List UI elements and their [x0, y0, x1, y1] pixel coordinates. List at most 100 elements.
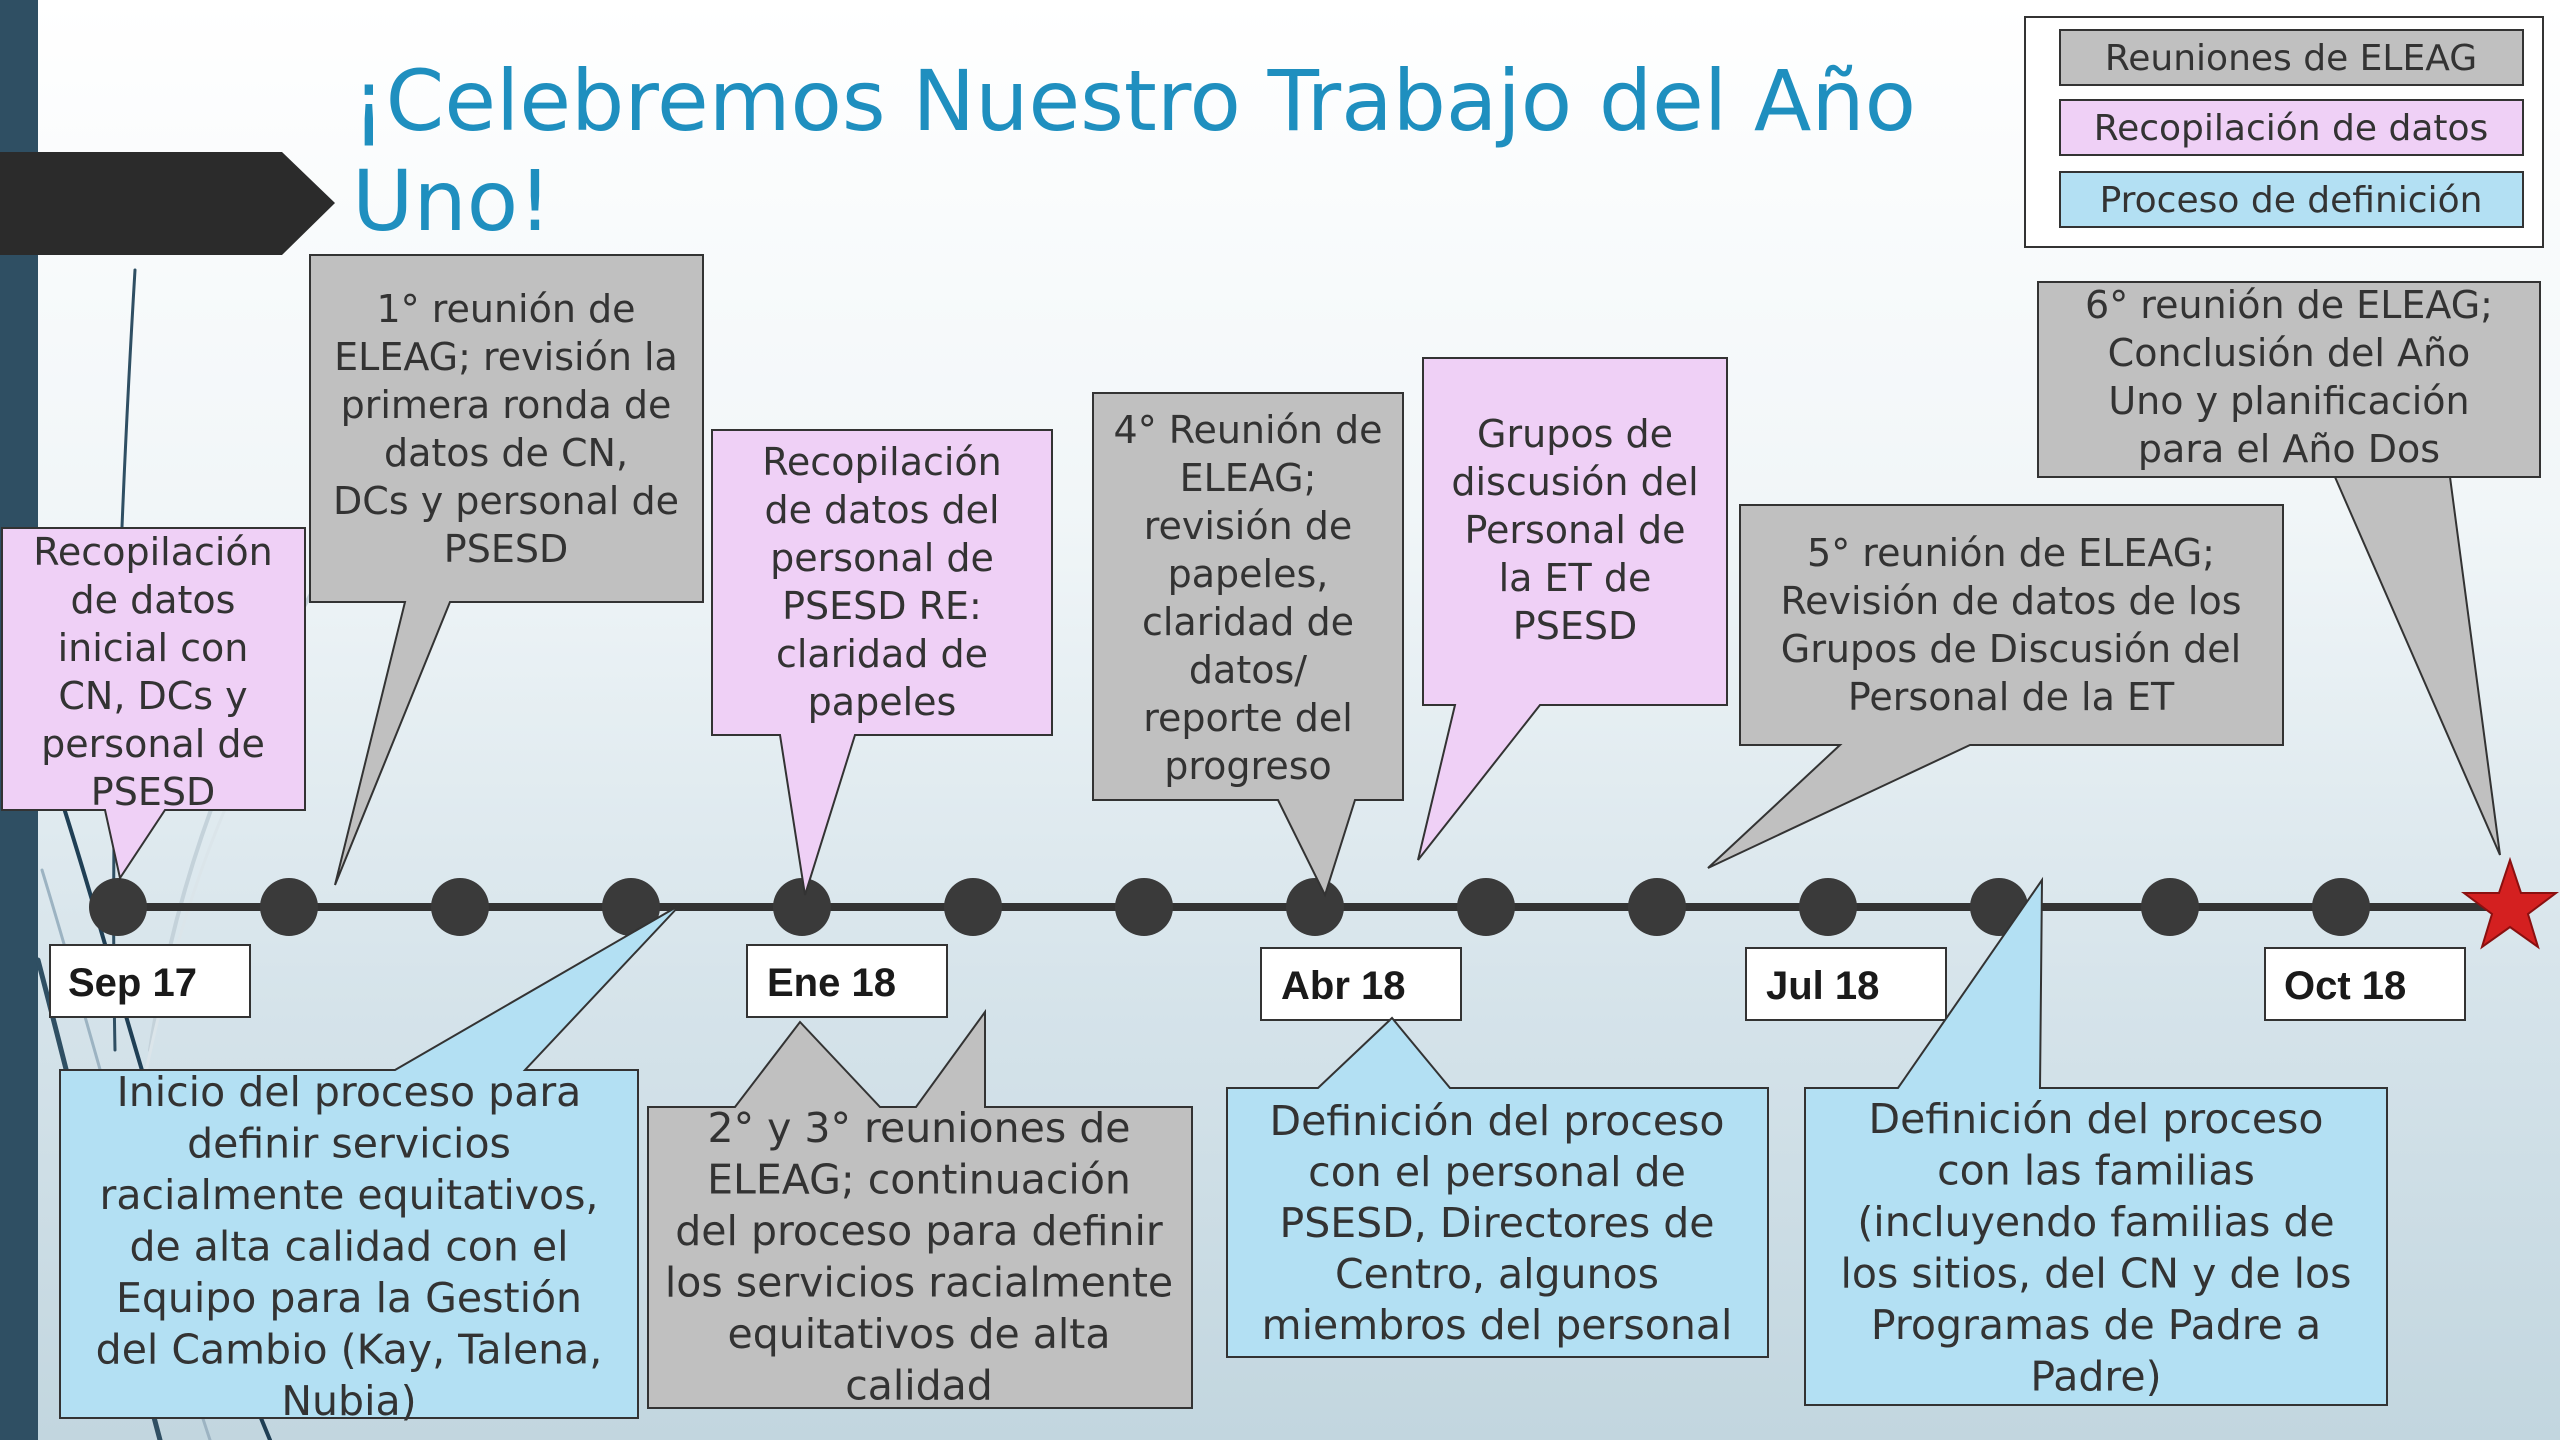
c6-line: Grupos de Discusión del	[1781, 627, 2241, 671]
b2-line: del proceso para definir	[675, 1207, 1163, 1255]
b2-line: ELEAG; continuación	[707, 1156, 1131, 1204]
c6-line: Personal de la ET	[1848, 675, 2175, 719]
legend-label-data: Recopilación de datos	[2094, 108, 2489, 149]
c7-line: Uno y planificación	[2108, 379, 2469, 423]
b2-line: calidad	[845, 1362, 993, 1410]
timeline-dot	[260, 878, 318, 936]
month-label-box-abr18	[1260, 947, 1462, 1021]
month-label-sep17: Sep 17	[68, 961, 197, 1005]
c3-line: PSESD RE:	[782, 584, 982, 628]
month-label-ene18: Ene 18	[767, 961, 896, 1005]
c4-line: progreso	[1164, 744, 1332, 788]
b4-line: Padre)	[2030, 1353, 2161, 1401]
timeline-dot	[2312, 878, 2370, 936]
legend: Reuniones de ELEAG Recopilación de datos…	[2024, 16, 2544, 248]
b4-line: Programas de Padre a	[1871, 1301, 2321, 1349]
timeline-dot	[89, 878, 147, 936]
callout-meeting-5: 5° reunión de ELEAG;Revisión de datos de…	[1707, 504, 2284, 869]
c2-line: DCs y personal de	[333, 479, 679, 523]
b1-line: de alta calidad con el	[130, 1223, 569, 1271]
c3-line: claridad de	[776, 632, 988, 676]
month-label-box-oct18	[2264, 947, 2466, 1021]
c1-line: de datos	[71, 578, 236, 622]
c5-line: Grupos de	[1477, 412, 1673, 456]
b1-line: racialmente equitativos,	[100, 1171, 599, 1219]
c4-line: ELEAG;	[1180, 456, 1317, 500]
c6-line: 5° reunión de ELEAG;	[1807, 531, 2215, 575]
title-arrow-tab	[0, 152, 335, 255]
c2-line: ELEAG; revisión la	[334, 335, 678, 379]
month-label-box-jul18	[1745, 947, 1947, 1021]
c4-line: 4° Reunión de	[1114, 408, 1383, 452]
b1-line: Inicio del proceso para	[117, 1068, 582, 1116]
b4-line: (incluyendo familias de	[1857, 1198, 2334, 1246]
c4-line: revisión de	[1144, 504, 1352, 548]
c1-line: CN, DCs y	[58, 674, 247, 718]
timeline-dot	[1286, 878, 1344, 936]
b1-line: Equipo para la Gestión	[116, 1274, 582, 1322]
c5-line: discusión del	[1451, 460, 1698, 504]
timeline-dot	[773, 878, 831, 936]
c7-line: 6° reunión de ELEAG;	[2085, 283, 2493, 327]
b1-line: Nubia)	[281, 1377, 416, 1425]
end-star-icon	[2461, 856, 2559, 950]
c2-line: 1° reunión de	[376, 287, 635, 331]
month-label-oct18: Oct 18	[2284, 964, 2406, 1008]
b2-line: 2° y 3° reuniones de	[707, 1104, 1130, 1152]
c4-line: datos/	[1189, 648, 1307, 692]
timeline-dot	[944, 878, 1002, 936]
month-label-jul18: Jul 18	[1766, 964, 1879, 1008]
month-label-abr18: Abr 18	[1281, 964, 1406, 1008]
c3-line: Recopilación	[762, 440, 1002, 484]
timeline-dot	[1457, 878, 1515, 936]
c1-line: inicial con	[58, 626, 249, 670]
b4-line: con las familias	[1937, 1147, 2255, 1195]
b1-line: del Cambio (Kay, Talena,	[96, 1326, 603, 1374]
legend-label-definition: Proceso de definición	[2100, 180, 2483, 221]
c3-line: personal de	[770, 536, 994, 580]
page-title-line1: ¡Celebremos Nuestro Trabajo del Año	[352, 52, 1916, 150]
c4-line: papeles,	[1168, 552, 1329, 596]
c5-line: Personal de	[1464, 508, 1685, 552]
c2-line: primera ronda de	[341, 383, 672, 427]
timeline-dot	[602, 878, 660, 936]
c1-line: personal de	[41, 722, 265, 766]
month-label-box-sep17	[49, 944, 251, 1018]
timeline-dot	[2141, 878, 2199, 936]
timeline-dot	[1115, 878, 1173, 936]
c6-line: Revisión de datos de los	[1780, 579, 2241, 623]
b3-line: Centro, algunos	[1335, 1250, 1659, 1298]
month-label-box-ene18	[746, 944, 948, 1018]
timeline-dots	[89, 878, 2370, 936]
c4-line: reporte del	[1143, 696, 1353, 740]
c2-line: PSESD	[444, 527, 568, 571]
month-labels: Sep 17 Ene 18 Abr 18 Jul 18 Oct 18	[49, 944, 2466, 1021]
c1-line: Recopilación	[33, 530, 273, 574]
b3-line: Definición del proceso	[1270, 1097, 1725, 1145]
legend-swatch-definition	[2059, 171, 2524, 228]
b1-line: definir servicios	[187, 1120, 511, 1168]
legend-label-meetings: Reuniones de ELEAG	[2105, 38, 2477, 79]
c5-line: PSESD	[1513, 604, 1637, 648]
b4-line: Definición del proceso	[1869, 1095, 2324, 1143]
b2-line: equitativos de alta	[727, 1310, 1110, 1358]
c5-line: la ET de	[1499, 556, 1652, 600]
b4-line: los sitios, del CN y de los	[1840, 1250, 2351, 1298]
legend-swatch-data	[2059, 99, 2524, 156]
c2-line: datos de CN,	[384, 431, 628, 475]
page-title-line2: Uno!	[352, 152, 552, 250]
